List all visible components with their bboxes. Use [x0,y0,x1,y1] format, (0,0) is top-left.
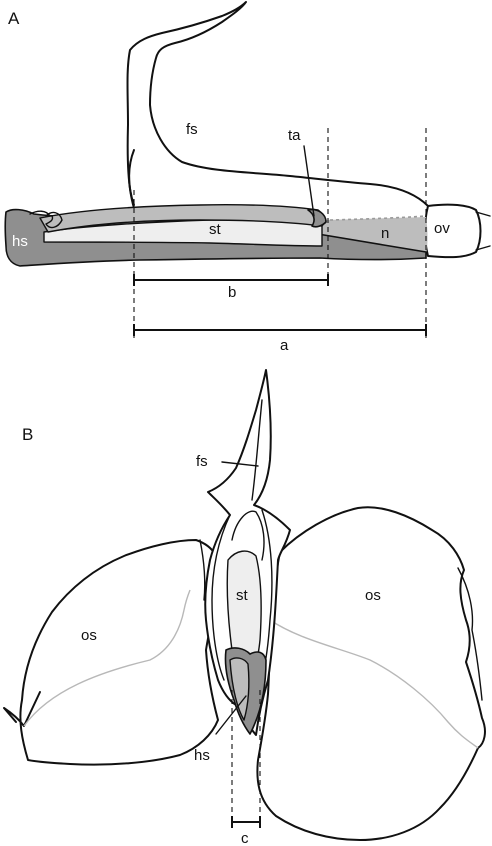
panel-a-anther [307,208,327,228]
panel-a-dimension-b [133,274,329,286]
panel-b-fs-leader [221,461,259,467]
panel-b-hs-leader [215,695,247,735]
panel-b-right-sepal-outline [256,506,486,841]
panel-a-label-hs: hs [12,233,28,250]
panel-a-basal-appendage [45,211,63,229]
panel-b-hypochile-fold [229,657,250,721]
panel-b-left-petal [211,514,231,681]
panel-a-label-ta: ta [288,127,301,144]
panel-b-dorsal-sepal-midline [251,399,263,501]
panel-a-label-fs: fs [186,121,198,138]
panel-a-label-a: a [280,337,289,354]
panel-b-letter: B [22,425,33,444]
panel-a-dimension-a [133,324,427,336]
panel-a-nectary-boundary [329,215,427,221]
panel-a-label-n: n [381,225,389,242]
panel-b: B fs [3,369,486,846]
panel-a-column [43,219,323,247]
panel-b-label-c: c [241,830,249,846]
panel-a-sepal-inner-fold [128,149,135,206]
panel-a-letter: A [8,9,20,28]
panel-b-label-fs: fs [196,453,208,470]
panel-a-label-b: b [228,284,236,301]
panel-b-left-sepal-outline [19,539,222,766]
panel-a-label-st: st [209,221,222,238]
panel-a-ta-leader [303,145,315,217]
panel-b-left-sepal-midrib [23,589,191,727]
panel-a: A [4,1,491,354]
panel-b-column-hood [231,510,265,561]
panel-b-petal-fold-left [199,539,206,601]
panel-b-label-os-left: os [81,627,97,644]
panel-a-label-ov: ov [434,220,450,237]
panel-b-label-hs: hs [194,747,210,764]
panel-b-dimension-c [231,816,261,828]
panel-b-label-st: st [236,587,249,604]
panel-a-basal-lobe [29,210,51,217]
panel-b-right-sepal-midrib [269,619,479,749]
panel-a-dorsal-sepal-outline [126,1,429,209]
panel-b-label-os-right: os [365,587,381,604]
panel-b-right-sepal-edge [457,567,483,701]
panel-a-ovary-stalk [475,211,491,251]
